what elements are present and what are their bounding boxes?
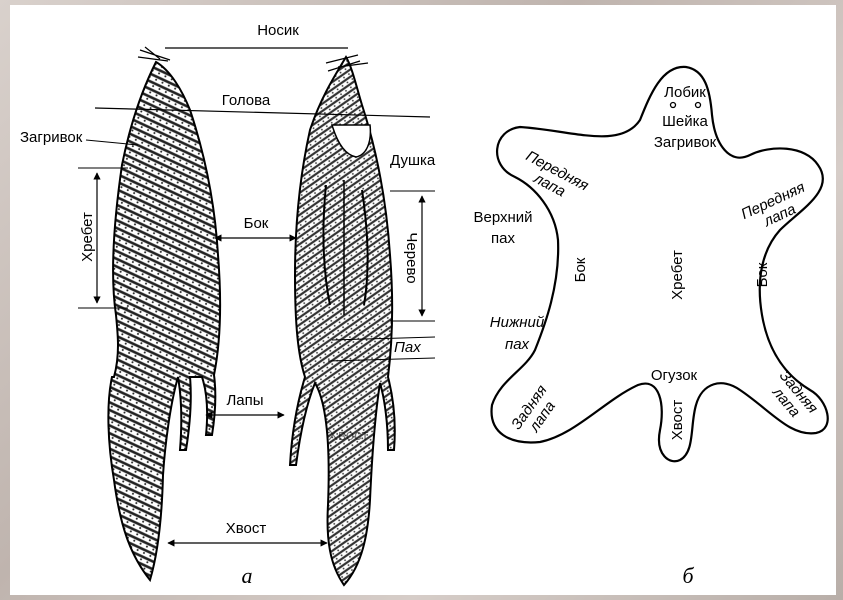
label-khvost-hidden: Хвост (328, 427, 369, 444)
label-nosik: Носик (257, 22, 299, 39)
label-bok-a: Бок (244, 215, 269, 232)
label-sheyka: Шейка (662, 113, 708, 130)
label-golova: Голова (222, 92, 271, 109)
label-zadnyaya-lapa-right: Задняя лапа (764, 367, 821, 427)
whiskers (138, 47, 368, 71)
label-khvost-b: Хвост (669, 400, 686, 441)
label-lapy: Лапы (226, 392, 263, 409)
caption-b: б (682, 563, 694, 588)
label-bok-b-right: Бок (754, 262, 771, 287)
label-pakh: Пах (394, 339, 421, 356)
pelt-left-back (108, 62, 220, 580)
label-lobik: Лобик (664, 84, 706, 101)
diagram-sheet: Носик Голова Загривок Душка Хребет Бок Ч… (10, 5, 836, 595)
label-verkhniy-pakh-2: пах (491, 230, 515, 247)
label-zagrivok-a: Загривок (20, 129, 83, 146)
pelt-right-belly (290, 57, 395, 585)
label-dushka: Душка (390, 152, 436, 169)
label-khrebet-a: Хребет (79, 212, 96, 262)
label-zadnyaya-lapa-left: Задняя лапа (508, 382, 564, 442)
label-nizhniy-pakh-2: пах (505, 336, 530, 353)
label-perednyaya-lapa-left: Передняя лапа (515, 147, 591, 208)
eye-right (696, 103, 701, 108)
label-khrebet-b: Хребет (669, 250, 686, 300)
label-bok-b-left: Бок (572, 257, 589, 282)
label-cherevo: Черево (403, 232, 420, 283)
label-zagrivok-b: Загривок (654, 134, 717, 151)
caption-a: а (242, 563, 253, 588)
label-verkhniy-pakh-1: Верхний (473, 209, 532, 226)
eye-left (671, 103, 676, 108)
label-khvost-a: Хвост (226, 520, 267, 537)
label-oguzok: Огузок (651, 367, 698, 384)
pelt-diagram: Носик Голова Загривок Душка Хребет Бок Ч… (10, 5, 836, 595)
label-nizhniy-pakh-1: Нижний (490, 314, 545, 331)
